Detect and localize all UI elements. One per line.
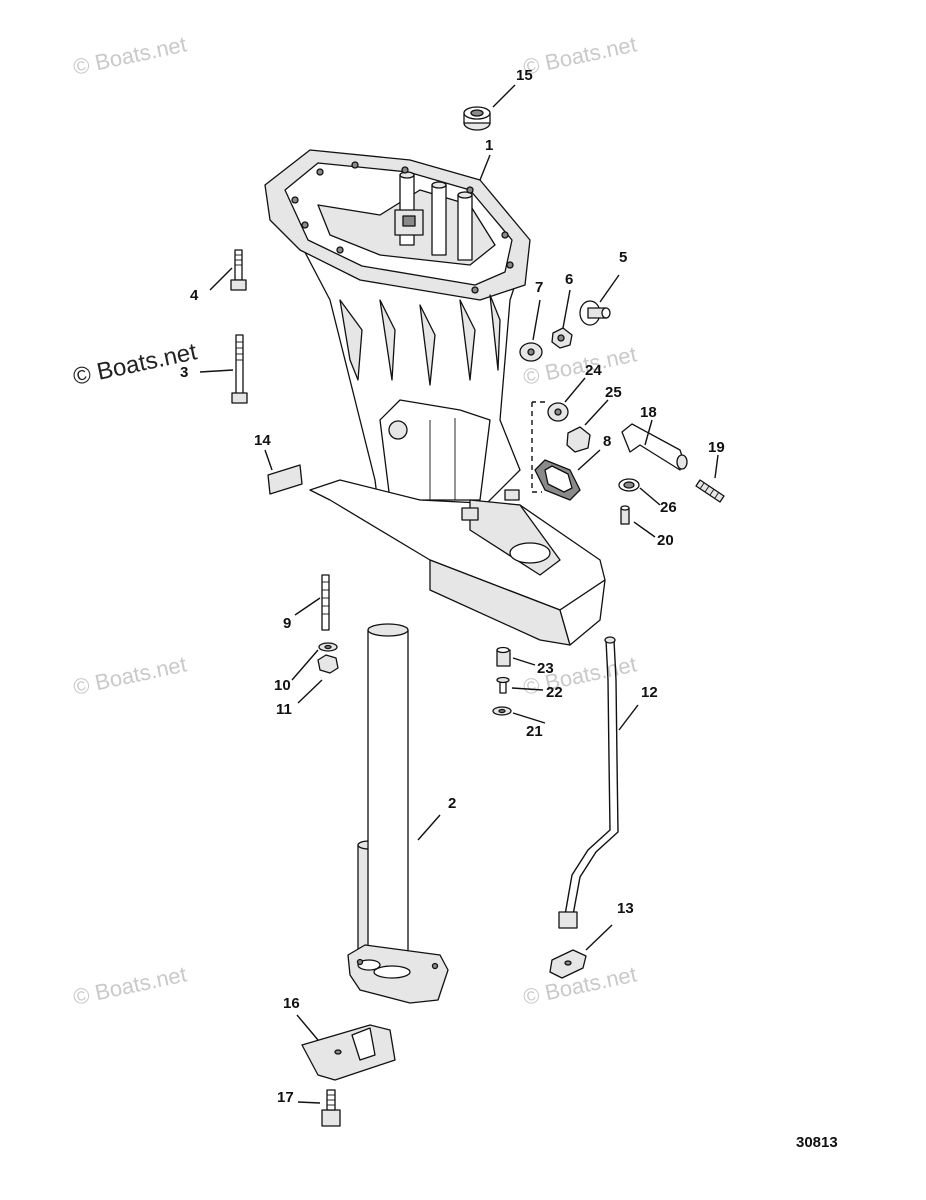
part-stud-9 (321, 574, 330, 631)
part-hose-18 (621, 423, 688, 471)
part-washer-21 (492, 706, 512, 716)
part-pad-14 (267, 464, 303, 495)
part-tube-2 (347, 623, 449, 1004)
callout-20: 20 (657, 532, 674, 549)
leader-lines (199, 84, 719, 1104)
watermark-bottom-left: © Boats.net (71, 961, 189, 1009)
callout-5: 5 (619, 249, 627, 266)
callout-25: 25 (605, 384, 622, 401)
part-washer-10 (318, 642, 338, 652)
callout-24: 24 (585, 362, 602, 379)
watermark-lower-left: © Boats.net (71, 651, 189, 699)
callout-labels: 15 1 4 3 7 6 5 24 25 18 19 14 8 26 20 9 … (180, 67, 725, 1106)
part-screw-22 (496, 676, 510, 694)
part-mount-8 (534, 459, 581, 501)
callout-12: 12 (641, 684, 658, 701)
part-grommet-15 (463, 106, 491, 131)
callout-15: 15 (516, 67, 533, 84)
part-washer-24 (547, 402, 569, 422)
part-clamp-26 (618, 478, 640, 492)
part-grommet-13 (549, 949, 587, 979)
part-nut-6 (551, 327, 573, 349)
callout-26: 26 (660, 499, 677, 516)
callout-3: 3 (180, 364, 188, 381)
callout-2: 2 (448, 795, 456, 812)
part-driveshaft-housing-1 (264, 149, 606, 646)
part-bushing-23 (496, 646, 511, 667)
part-water-tube-12 (558, 636, 619, 929)
callout-22: 22 (546, 684, 563, 701)
part-bolt-3 (231, 334, 248, 404)
callout-6: 6 (565, 271, 573, 288)
callout-13: 13 (617, 900, 634, 917)
callout-23: 23 (537, 660, 554, 677)
part-bolt-4 (230, 249, 247, 291)
callout-17: 17 (277, 1089, 294, 1106)
callout-10: 10 (274, 677, 291, 694)
callout-11: 11 (276, 701, 292, 718)
callout-18: 18 (640, 404, 657, 421)
watermark-top-left: © Boats.net (71, 31, 189, 79)
callout-9: 9 (283, 615, 291, 632)
part-mount-5 (579, 300, 611, 326)
assembly-bracket-line (531, 401, 545, 493)
callout-14: 14 (254, 432, 271, 449)
part-nut-11 (317, 654, 339, 674)
part-nut-25 (566, 426, 591, 453)
diagram-reference-number: 30813 (796, 1134, 838, 1151)
callout-1: 1 (485, 137, 493, 154)
callout-4: 4 (190, 287, 199, 304)
part-washer-7 (519, 342, 543, 362)
callout-21: 21 (526, 723, 543, 740)
callout-19: 19 (708, 439, 725, 456)
part-fitting-20 (620, 505, 630, 525)
watermark-top-right: © Boats.net (521, 31, 639, 79)
part-plate-16 (301, 1024, 396, 1081)
callout-8: 8 (603, 433, 611, 450)
part-bolt-17 (321, 1089, 341, 1127)
part-fitting-19 (695, 479, 725, 503)
callout-16: 16 (283, 995, 300, 1012)
callout-7: 7 (535, 279, 543, 296)
